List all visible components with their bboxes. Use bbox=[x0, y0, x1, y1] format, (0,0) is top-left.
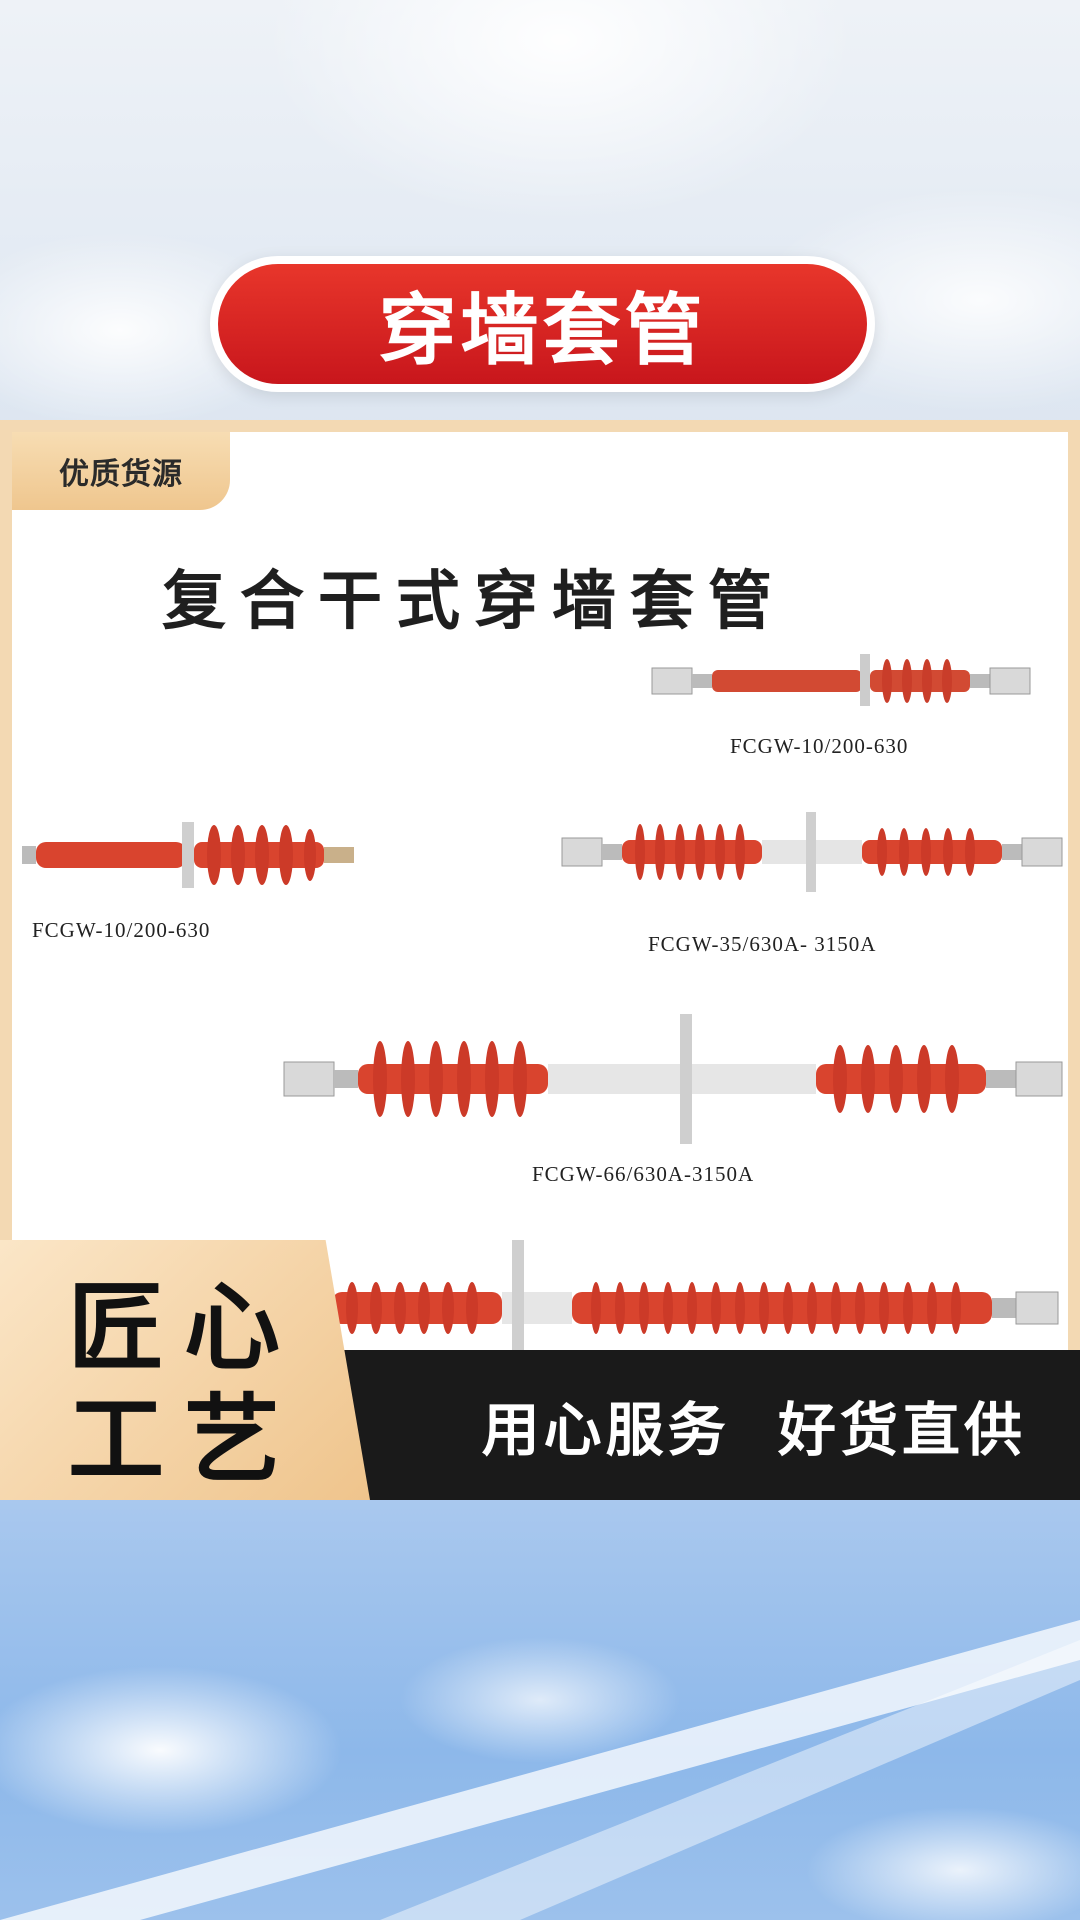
product-photo-frame: 优质货源 复合干式穿墙套管 FCGW-10/200-630 bbox=[0, 420, 1080, 1500]
plane-streak-decoration bbox=[0, 1620, 1080, 1920]
banner-right-slogan: 用心服务 好货直供 bbox=[481, 1396, 1026, 1464]
model-label-2: FCGW-10/200-630 bbox=[32, 918, 211, 942]
banner-right-panel: 用心服务 好货直供 bbox=[330, 1350, 1080, 1500]
bushing-image-1 bbox=[651, 654, 1031, 706]
banner-left-slogan: 匠心工艺 bbox=[68, 1272, 300, 1496]
bushing-image-3 bbox=[561, 812, 1063, 892]
catalog-title: 复合干式穿墙套管 bbox=[162, 564, 786, 639]
quality-badge-label: 优质货源 bbox=[59, 457, 183, 492]
title-pill-inner: 穿墙套管 bbox=[218, 264, 867, 384]
bushing-image-4 bbox=[283, 1014, 1063, 1144]
quality-badge: 优质货源 bbox=[12, 432, 230, 510]
model-label-4: FCGW-66/630A-3150A bbox=[532, 1162, 755, 1186]
banner-left-panel bbox=[0, 1240, 370, 1500]
title-pill: 穿墙套管 bbox=[210, 256, 875, 392]
model-label-1: FCGW-10/200-630 bbox=[730, 734, 909, 758]
product-photo: 优质货源 复合干式穿墙套管 FCGW-10/200-630 bbox=[12, 432, 1068, 1488]
page-title: 穿墙套管 bbox=[378, 286, 707, 376]
model-label-3: FCGW-35/630A- 3150A bbox=[648, 932, 877, 956]
bushing-image-2 bbox=[22, 822, 354, 888]
bushing-image-5 bbox=[332, 1240, 1059, 1380]
sky-background-bottom bbox=[0, 1500, 1080, 1920]
